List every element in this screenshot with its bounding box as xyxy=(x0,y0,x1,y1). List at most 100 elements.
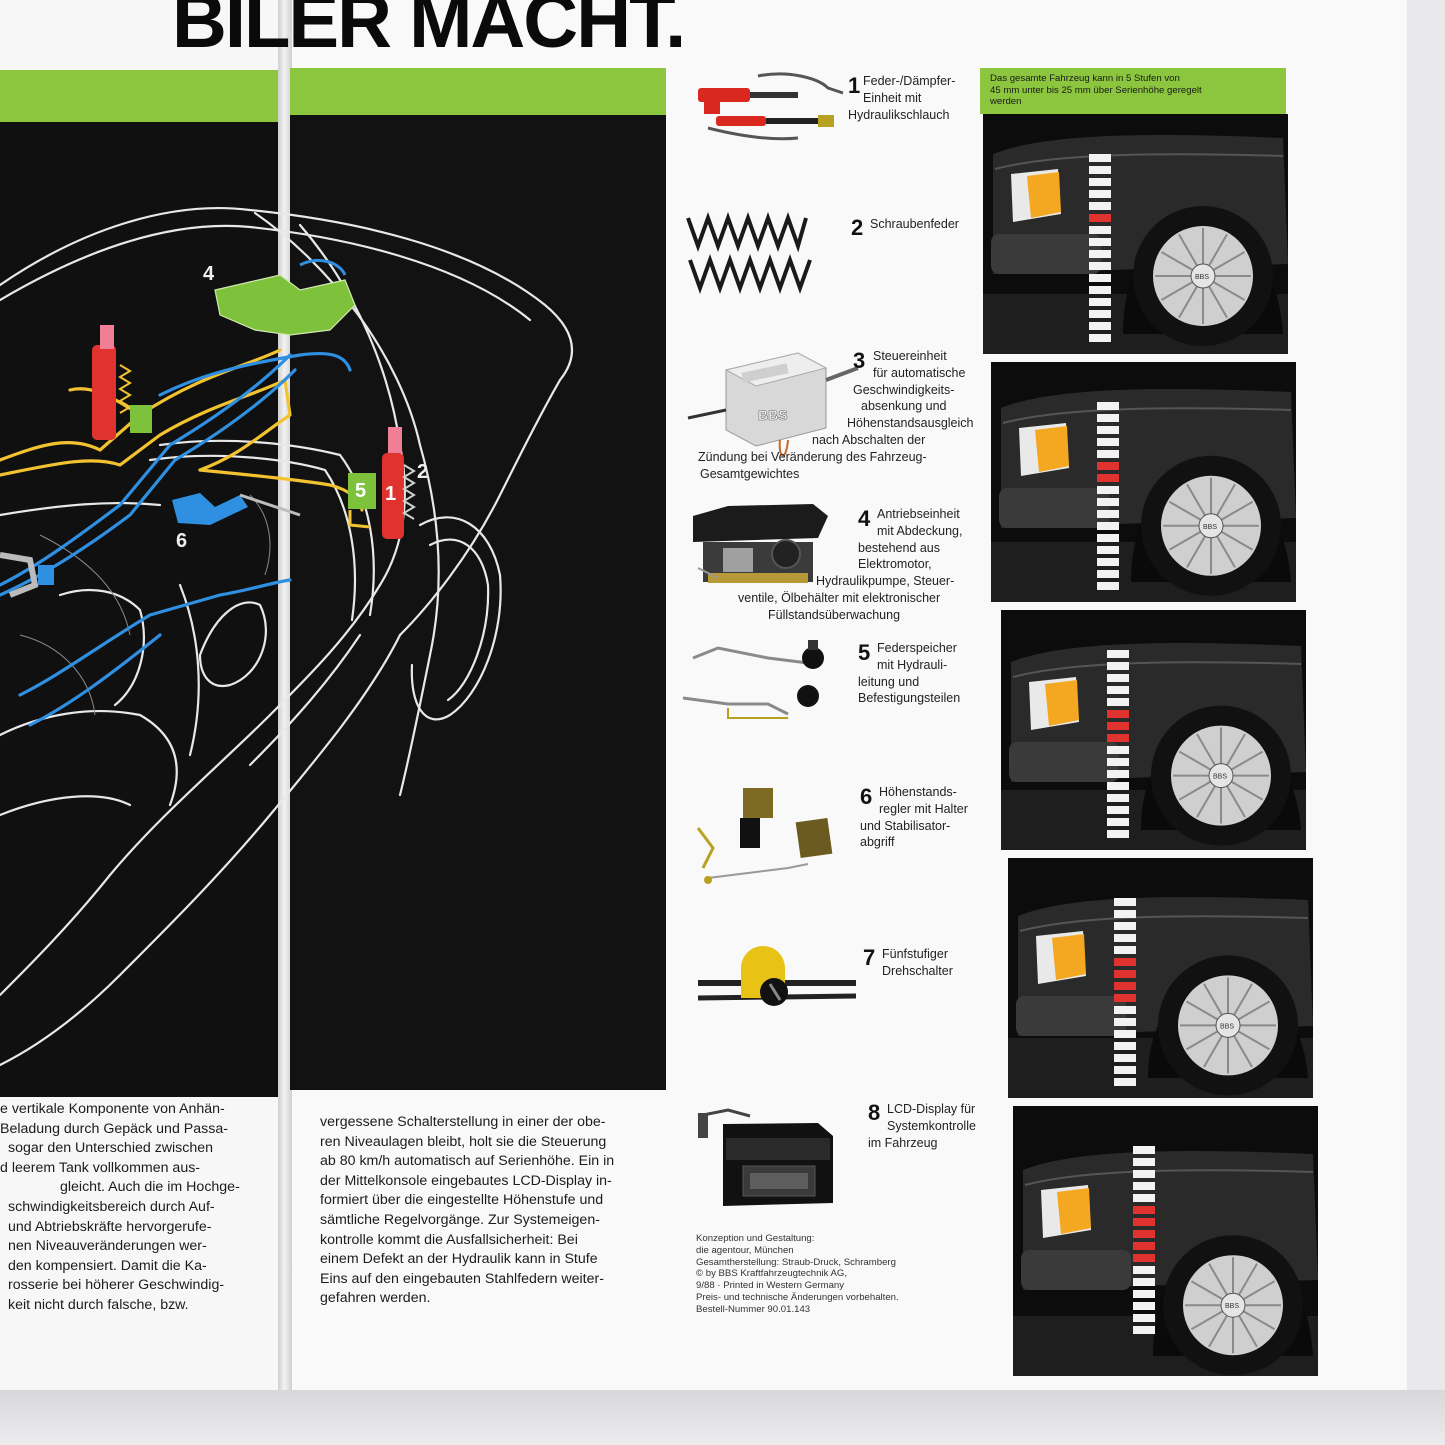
credit-line: Bestell-Nummer 90.01.143 xyxy=(696,1303,811,1315)
part-1-strut-image xyxy=(698,72,844,141)
height-scale-segment xyxy=(1114,922,1136,930)
interior-lines xyxy=(19,494,271,716)
car-front-photo: BBS xyxy=(1013,1146,1318,1376)
part-label-line: Höhenstands- xyxy=(879,785,957,799)
part-label-6: Höhenstands- regler mit Halter und Stabi… xyxy=(860,784,968,851)
text-line: vergessene Schalterstellung in einer der… xyxy=(320,1114,606,1130)
front-bumper xyxy=(1009,742,1119,782)
text-line: und Abtriebskräfte hervorgerufe- xyxy=(8,1218,212,1235)
part-label-line: regler mit Halter xyxy=(879,801,968,816)
text-line: sämtliche Regelvorgänge. Zur Systemeigen… xyxy=(320,1211,600,1228)
height-scale-segment xyxy=(1089,154,1111,162)
height-scale-segment xyxy=(1089,202,1111,210)
text-line: einem Defekt an der Hydraulik kann in St… xyxy=(320,1251,598,1268)
part-label-line: leitung und xyxy=(858,674,920,689)
rim-spoke xyxy=(1178,285,1198,319)
diagram-label-1: 1 xyxy=(385,483,396,505)
wheel-logo: BBS xyxy=(1213,774,1227,781)
height-scale-segment xyxy=(1089,178,1111,186)
diagram-label-2: 2 xyxy=(417,461,428,483)
height-scale-segment xyxy=(1114,1054,1136,1062)
credit-line: Preis- und technische Änderungen vorbeha… xyxy=(696,1291,899,1303)
rim-spoke xyxy=(1208,1263,1228,1296)
part-label-line: Füllstandsüberwachung xyxy=(768,607,901,622)
height-scale-segment xyxy=(1114,910,1136,918)
height-scale-segment xyxy=(1107,710,1129,718)
part-label-line: Einheit mit xyxy=(863,90,922,105)
body-text-left: e vertikale Komponente von Anhän- Beladu… xyxy=(0,1100,240,1316)
caption-line: 45 mm unter bis 25 mm über Serienhöhe ge… xyxy=(990,84,1202,96)
rim-spoke xyxy=(1220,530,1254,551)
height-scale-segment xyxy=(1107,674,1129,682)
text-line: der Mittelkonsole eingebautes LCD-Displa… xyxy=(320,1172,612,1189)
wheel-center-cap xyxy=(1215,1012,1241,1038)
car-wireframe-diagram: 4 2 5 1 6 xyxy=(0,115,666,1100)
part-label-line: absenkung und xyxy=(861,399,947,414)
body-text-right: vergessene Schalterstellung in einer der… xyxy=(320,1113,622,1309)
rim-spoke xyxy=(1242,1280,1276,1301)
rim-spoke xyxy=(1208,1315,1228,1348)
part-label-line: und Stabilisator- xyxy=(860,818,951,833)
height-scale-segment xyxy=(1097,498,1119,506)
height-scale-segment xyxy=(1114,970,1136,978)
height-scale-segment xyxy=(1107,782,1129,790)
height-scale-segment xyxy=(1133,1182,1155,1190)
rim-spoke xyxy=(1190,1280,1224,1301)
part-2-coil-springs-image xyxy=(686,212,812,294)
component-misc-blue xyxy=(0,552,54,598)
car-body-highlight xyxy=(994,153,1284,170)
part-label-8: LCD-Display für Systemkontrolle im Fahrz… xyxy=(868,1101,976,1151)
rim-spoke xyxy=(1226,785,1246,818)
height-scale-segment xyxy=(1097,474,1119,482)
car-body-highlight xyxy=(1002,407,1292,424)
part-number-2: 2 xyxy=(851,215,864,240)
height-scale-segment xyxy=(1114,958,1136,966)
component-4-drive-unit xyxy=(214,259,356,336)
height-scale-segment xyxy=(1107,794,1129,802)
height-scale-segment xyxy=(1133,1230,1155,1238)
height-scale-segment xyxy=(1089,226,1111,234)
text-line: Beladung durch Gepäck und Passa- xyxy=(0,1120,228,1137)
car-front-photo: BBS xyxy=(1008,897,1313,1098)
rim-spoke xyxy=(1185,1000,1219,1021)
rim-spoke xyxy=(1203,1035,1223,1068)
rim-spoke xyxy=(1230,750,1264,771)
rim-spoke xyxy=(1160,251,1194,271)
height-scale-segment xyxy=(1133,1218,1155,1226)
height-scale-segment xyxy=(1133,1326,1155,1334)
credit-line: Gesamtherstellung: Straub-Druck, Schramb… xyxy=(696,1256,896,1268)
height-step-photo: BBS xyxy=(1013,1106,1318,1376)
part-3-control-unit-image: BBS xyxy=(687,352,859,457)
rim-spoke xyxy=(1230,780,1264,801)
wheel-center-cap xyxy=(1190,263,1216,289)
rim-spoke xyxy=(1178,233,1198,267)
rim-spoke xyxy=(1233,983,1253,1016)
height-scale-segment xyxy=(1114,1078,1136,1086)
part-label-line: Hydraulikschlauch xyxy=(848,107,950,122)
part-label-line: Fünfstufiger xyxy=(882,947,949,961)
caption-line: Das gesamte Fahrzeug kann in 5 Stufen vo… xyxy=(990,73,1180,84)
height-scale-segment xyxy=(1114,1042,1136,1050)
diagram-label-4: 4 xyxy=(203,263,215,285)
text-line: formiert über die eingestellte Höhenstuf… xyxy=(320,1192,604,1209)
height-scale-segment xyxy=(1114,934,1136,942)
height-scale-segment xyxy=(1133,1146,1155,1154)
height-scale-segment xyxy=(1114,982,1136,990)
car-front-photo: BBS xyxy=(1001,643,1306,850)
height-scale-segment xyxy=(1097,510,1119,518)
diagram-label-group: 4 2 5 1 6 xyxy=(176,263,428,552)
part-label-line: für automatische xyxy=(873,365,966,380)
diagram-label-5: 5 xyxy=(355,480,366,502)
rim-spoke xyxy=(1196,733,1216,766)
front-bumper xyxy=(1016,996,1126,1036)
rim-spoke xyxy=(1186,535,1206,568)
height-scale-segment xyxy=(1133,1266,1155,1274)
rim-spoke xyxy=(1196,785,1216,818)
height-scale-segment xyxy=(1089,238,1111,246)
rim-spoke xyxy=(1242,1310,1276,1331)
height-scale-segment xyxy=(1097,546,1119,554)
wheel-logo: BBS xyxy=(1220,1023,1234,1030)
car-body-highlight xyxy=(1012,661,1302,678)
height-scale-segment xyxy=(1089,166,1111,174)
